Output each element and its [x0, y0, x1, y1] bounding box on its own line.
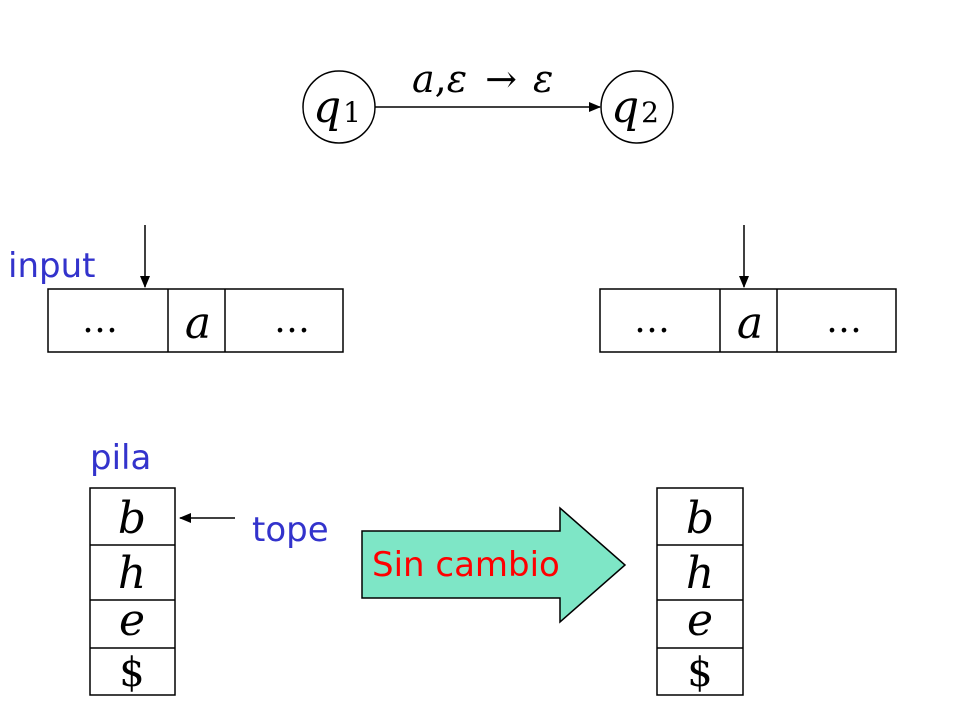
transition-pop-symbol: ε — [447, 57, 467, 101]
tape-right-cell-0: … — [634, 300, 670, 341]
stack-right: b h e $ — [656, 487, 744, 696]
stack-left-cell-1: h — [118, 548, 146, 599]
tape-left-cell-2: … — [274, 300, 310, 341]
tape-right-cell-1: a — [737, 298, 763, 349]
pila-label: pila — [90, 438, 151, 478]
stack-right-cell-2: e — [687, 595, 713, 646]
transition-label: a,ε→ε — [412, 57, 553, 101]
tape-right-frame — [599, 288, 897, 353]
state-q2: q2 — [600, 70, 674, 144]
svg-text:q1: q1 — [313, 82, 361, 133]
state-q1-subscript: 1 — [343, 96, 361, 129]
transition-comma: , — [435, 57, 447, 101]
state-q1: q1 — [302, 70, 376, 144]
stack-left-frame — [89, 487, 176, 696]
sin-cambio-arrow-shape — [361, 506, 627, 624]
state-q1-name: q — [313, 82, 341, 133]
stack-right-frame — [656, 487, 744, 696]
stack-left-cell-2: e — [119, 595, 145, 646]
transition-push-symbol: ε — [533, 57, 553, 101]
stack-left-cell-3: $ — [119, 650, 144, 696]
stack-right-cell-0: b — [686, 493, 714, 544]
state-q2-circle — [600, 70, 674, 144]
stack-left-cell-0: b — [118, 493, 146, 544]
tape-left-frame — [47, 288, 344, 353]
svg-text:q2: q2 — [611, 82, 659, 133]
state-q2-name: q — [611, 82, 639, 133]
stack-right-cell-1: h — [686, 548, 714, 599]
tape-right-cell-2: … — [826, 300, 862, 341]
stack-left: b h e $ — [89, 487, 176, 696]
input-label: input — [8, 246, 95, 286]
tope-label: tope — [252, 510, 329, 550]
transition-read-symbol: a — [412, 57, 435, 101]
state-q2-subscript: 2 — [641, 96, 659, 129]
transition-arrow-symbol: → — [485, 57, 517, 101]
tape-left-cell-1: a — [185, 298, 211, 349]
sin-cambio-label: Sin cambio — [372, 545, 560, 585]
tape-left: … a … — [47, 288, 344, 353]
tape-right: … a … — [599, 288, 897, 353]
tape-left-cell-0: … — [82, 300, 118, 341]
stack-right-cell-3: $ — [687, 650, 712, 696]
